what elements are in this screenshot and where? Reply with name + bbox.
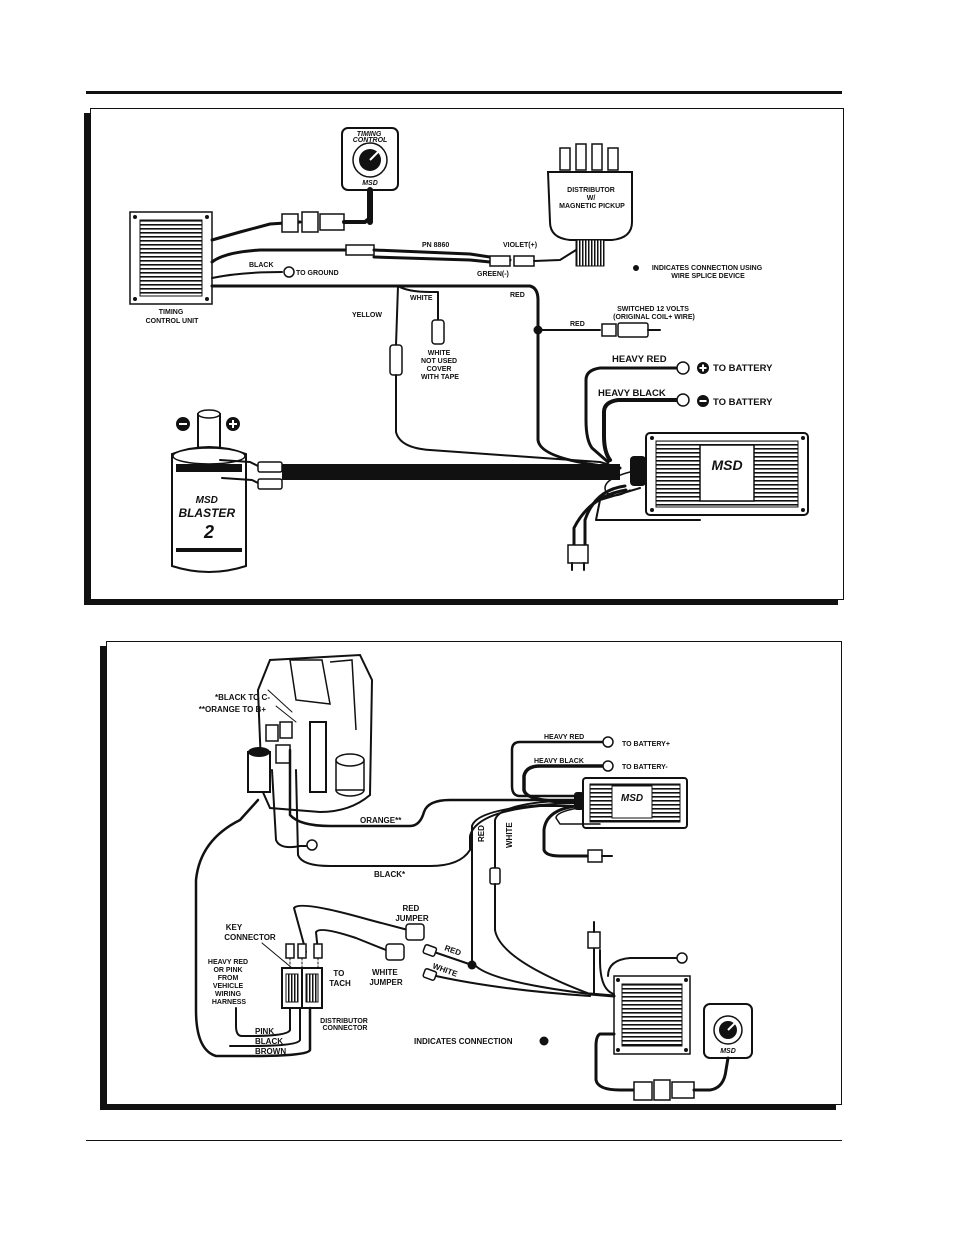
- connection-dot-legend: [539, 1036, 549, 1046]
- to-battery-pos-label: TO BATTERY: [713, 363, 773, 374]
- tach-connector: [587, 931, 601, 949]
- ignition-coil: [171, 409, 247, 573]
- switched-12v-label: SWITCHED 12 VOLTS (ORIGINAL COIL+ WIRE): [613, 306, 695, 321]
- white-wire-connector: [422, 968, 438, 981]
- coil-connector: [257, 478, 283, 490]
- minus-terminal-icon: [176, 417, 190, 431]
- white-label: WHITE: [410, 295, 433, 302]
- heavy-black-label: HEAVY BLACK: [598, 388, 666, 399]
- coil-connector: [257, 461, 283, 473]
- coil-brand: MSD BLASTER 2: [178, 490, 239, 542]
- plus-battery-icon: [697, 362, 709, 374]
- to-ground-label: TO GROUND: [296, 270, 339, 277]
- connector-plug: [671, 1081, 695, 1099]
- black-to-c-label: *BLACK TO C-: [215, 693, 270, 702]
- white-label: WHITE: [505, 822, 514, 848]
- pn-8860-label: PN 8860: [422, 242, 449, 249]
- timing-knob-msd-label: MSD: [362, 180, 378, 187]
- msd-ignition-box: [630, 432, 809, 516]
- green-label: GREEN(-): [477, 271, 509, 278]
- tach-connector: [587, 849, 603, 863]
- bottom-rule: [86, 1140, 842, 1141]
- splice-dot-legend: [633, 265, 639, 271]
- to-battery-pos-label: TO BATTERY+: [622, 741, 670, 748]
- timing-control-unit: [613, 975, 691, 1055]
- connector-plug: [489, 255, 511, 267]
- yellow-label: YELLOW: [352, 312, 382, 319]
- distributor: [546, 143, 633, 267]
- connector-plug: [301, 211, 319, 233]
- timing-control-unit-label: TIMING CONTROL UNIT: [146, 309, 199, 325]
- pink-label: PINK: [255, 1027, 274, 1036]
- distributor-connector-label: DISTRIBUTOR CONNECTOR: [320, 1018, 370, 1032]
- black-label-2: BLACK: [255, 1037, 283, 1046]
- minus-battery-icon: [697, 395, 709, 407]
- heavy-red-pink-label: HEAVY RED OR PINK FROM VEHICLE WIRING HA…: [208, 959, 250, 1006]
- top-rule: [86, 91, 842, 94]
- msd-ignition-box: [574, 777, 688, 829]
- orange-to-b-label: **ORANGE TO B+: [199, 705, 267, 714]
- heavy-red-label: HEAVY RED: [544, 734, 584, 741]
- plus-terminal-icon: [226, 417, 240, 431]
- orange-label: ORANGE**: [360, 816, 402, 825]
- tach-connector: [567, 544, 589, 564]
- timing-control-unit: [129, 211, 213, 305]
- coil-harness: [282, 464, 620, 480]
- violet-label: VIOLET(+): [503, 242, 537, 249]
- white-not-used-label: WHITE NOT USED COVER WITH TAPE: [421, 350, 459, 381]
- distributor-label: DISTRIBUTOR W/ MAGNETIC PICKUP: [559, 187, 625, 210]
- msd-box-label: MSD: [621, 793, 643, 804]
- heavy-black-label: HEAVY BLACK: [534, 758, 584, 765]
- red-jumper-label: RED JUMPER: [395, 904, 429, 923]
- msd-box-label: MSD: [711, 457, 742, 473]
- red-label: RED: [510, 292, 525, 299]
- red-label: RED: [477, 825, 486, 842]
- black-label: BLACK: [249, 262, 274, 269]
- brown-label: BROWN: [255, 1047, 286, 1056]
- hei-distributor: [247, 653, 374, 814]
- to-battery-neg-label: TO BATTERY-: [622, 764, 668, 771]
- connector-plug: [653, 1079, 671, 1101]
- red-jumper-connector: [405, 923, 425, 941]
- connector-plug: [601, 323, 617, 337]
- bottom-diagram: *BLACK TO C- **ORANGE TO B+ ORANGE** BLA…: [194, 653, 753, 1101]
- white-jumper-connector: [385, 943, 405, 961]
- top-diagram: TIMING CONTROL UNIT TIMING CONTROL MSD: [129, 127, 809, 573]
- connector-plug: [319, 213, 345, 231]
- heavy-red-label: HEAVY RED: [612, 354, 667, 365]
- splice-note: INDICATES CONNECTION USING WIRE SPLICE D…: [652, 265, 764, 280]
- white-jumper-label: WHITE JUMPER: [369, 968, 403, 987]
- timing-knob-msd-label: MSD: [720, 1048, 736, 1055]
- taped-connector: [431, 319, 445, 345]
- connector-plug: [633, 1081, 653, 1101]
- red-wire-connector: [422, 944, 438, 957]
- red-label-2: RED: [570, 321, 585, 328]
- connector-plug: [617, 322, 649, 338]
- white-connector: [489, 867, 501, 885]
- connector-plug: [345, 244, 375, 256]
- key-connector-label: KEY CONNECTOR: [224, 923, 276, 942]
- indicates-connection-label: INDICATES CONNECTION: [414, 1037, 513, 1046]
- connector-plug: [281, 213, 299, 233]
- to-tach-label: TO TACH: [329, 969, 351, 988]
- black-label: BLACK*: [374, 870, 406, 879]
- to-battery-neg-label: TO BATTERY: [713, 397, 773, 408]
- connector-plug: [513, 255, 535, 267]
- key-connector: [281, 943, 323, 1009]
- yellow-connector: [389, 344, 403, 376]
- timing-control-knob-label: TIMING CONTROL: [353, 131, 388, 144]
